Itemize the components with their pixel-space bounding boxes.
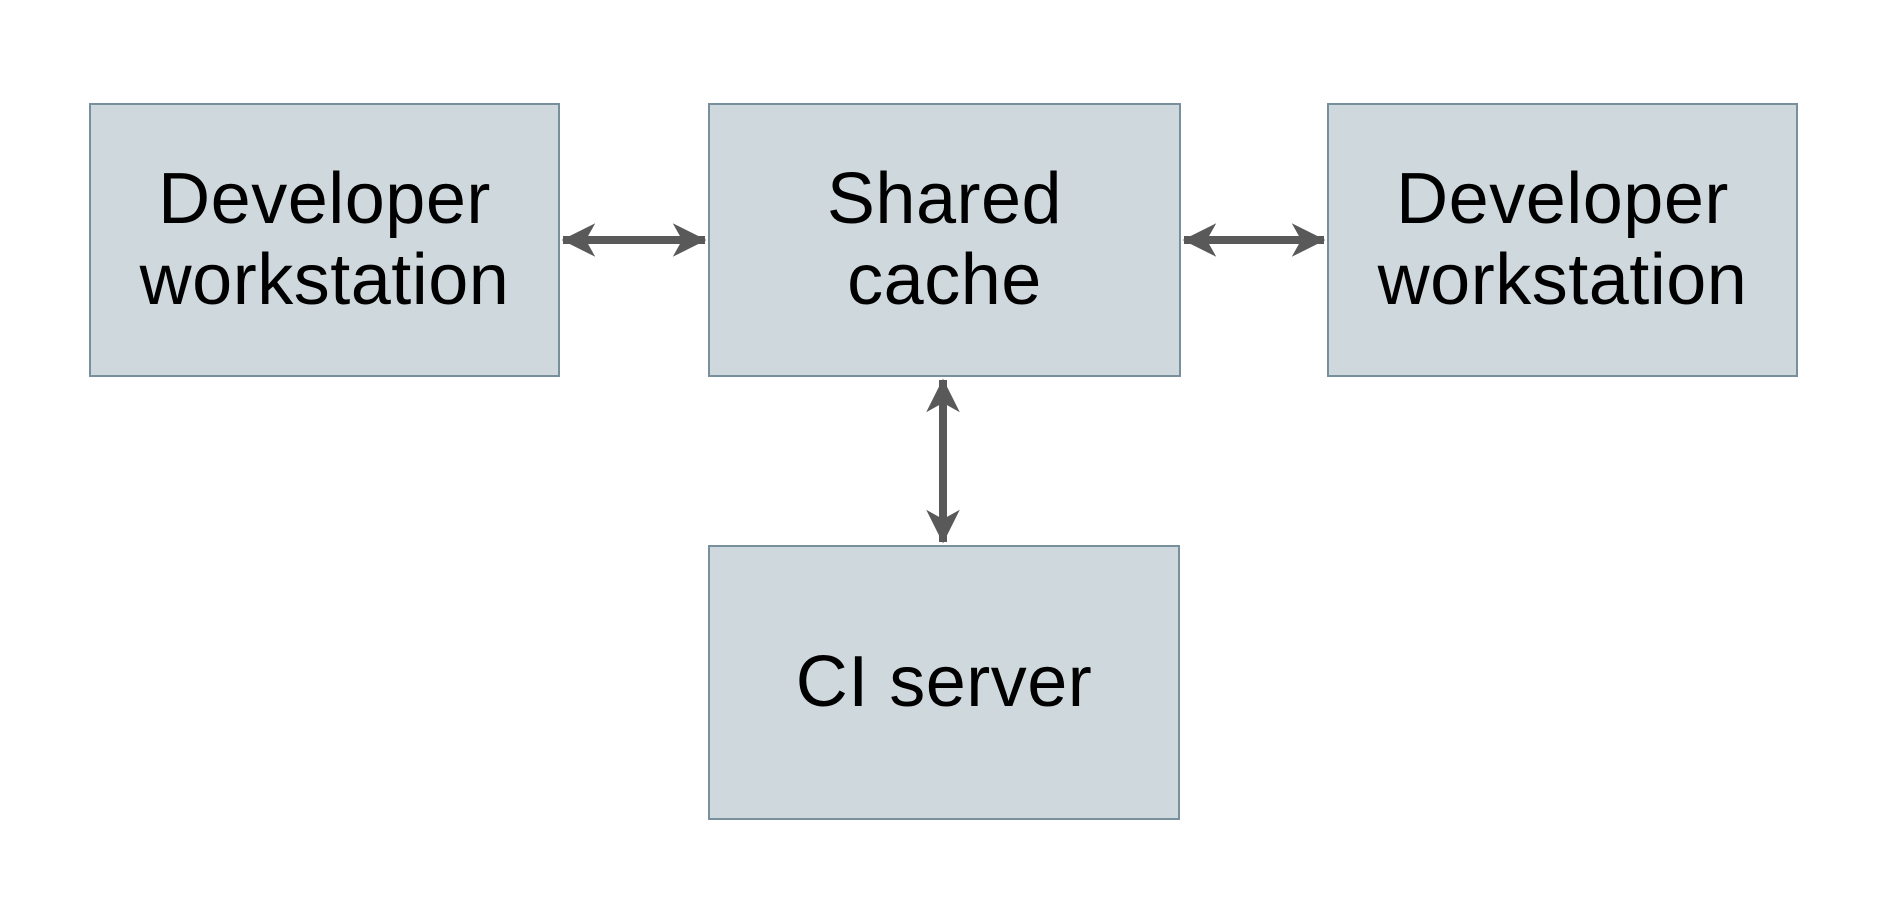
node-label: Developer workstation [139, 159, 510, 320]
node-label: CI server [795, 642, 1093, 723]
node-ci-server: CI server [708, 545, 1180, 820]
node-developer-workstation-right: Developer workstation [1327, 103, 1798, 377]
node-label: Shared cache [826, 159, 1063, 320]
node-developer-workstation-left: Developer workstation [89, 103, 560, 377]
node-label: Developer workstation [1377, 159, 1748, 320]
node-shared-cache: Shared cache [708, 103, 1181, 377]
